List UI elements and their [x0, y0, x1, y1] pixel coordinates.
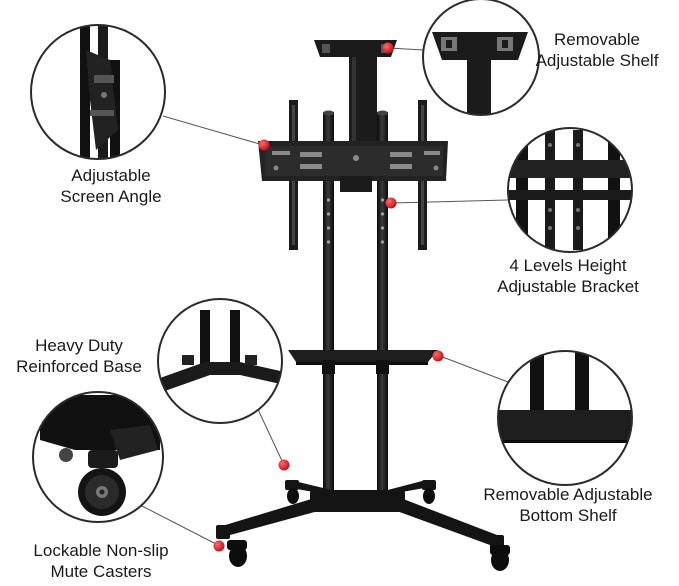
label-mute-casters: Lockable Non-slip Mute Casters	[22, 540, 180, 582]
zoom-height-bracket	[507, 127, 633, 253]
label-line-1: Removable Adjustable	[483, 485, 653, 504]
label-line-2: Screen Angle	[60, 187, 162, 206]
marker-base	[278, 459, 290, 471]
tv-bracket	[258, 100, 448, 250]
label-reinforced-base: Heavy Duty Reinforced Base	[0, 335, 158, 377]
line-casters	[139, 504, 219, 546]
line-base	[254, 402, 284, 464]
right-pole	[377, 112, 388, 502]
line-screen-angle	[162, 115, 264, 146]
line-bottom-shelf	[439, 355, 509, 383]
label-line-2: Adjustable Bracket	[497, 277, 639, 296]
label-bottom-shelf: Removable Adjustable Bottom Shelf	[458, 484, 678, 526]
zoom-screen-angle	[30, 24, 166, 160]
label-line-1: 4 Levels Height	[509, 256, 627, 275]
left-pole	[323, 112, 334, 502]
label-height-bracket: 4 Levels Height Adjustable Bracket	[478, 255, 658, 297]
zoom-shelf	[422, 0, 540, 116]
markers	[213, 42, 444, 552]
line-height	[391, 199, 509, 204]
zoom-bottom-shelf	[497, 350, 633, 486]
marker-shelf	[382, 42, 394, 54]
label-screen-angle: Adjustable Screen Angle	[36, 165, 186, 207]
label-line-2: Mute Casters	[50, 562, 152, 581]
top-shelf	[314, 40, 397, 143]
marker-casters	[213, 540, 225, 552]
marker-height	[385, 197, 397, 209]
bottom-shelf	[288, 350, 438, 374]
zoom-casters	[32, 391, 164, 523]
label-line-2: Reinforced Base	[16, 357, 142, 376]
zoom-base	[157, 298, 283, 424]
label-line-1: Adjustable	[71, 166, 151, 185]
marker-screen-angle	[258, 139, 270, 151]
label-line-1: Removable	[554, 30, 640, 49]
label-line-2: Bottom Shelf	[519, 506, 617, 525]
label-line-2: Adjustable Shelf	[535, 51, 659, 70]
casters	[227, 488, 510, 571]
callout-lines	[139, 47, 509, 546]
marker-bottom-shelf	[432, 350, 444, 362]
label-removable-shelf: Removable Adjustable Shelf	[522, 29, 672, 71]
tv-stand	[216, 40, 510, 571]
label-line-1: Lockable Non-slip	[33, 541, 169, 560]
base-frame	[216, 480, 504, 549]
label-line-1: Heavy Duty	[35, 336, 123, 355]
